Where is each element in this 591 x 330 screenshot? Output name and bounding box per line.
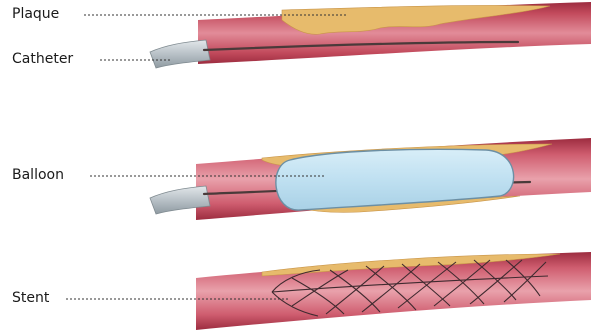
catheter-label: Catheter (12, 51, 73, 67)
plaque-label: Plaque (12, 6, 59, 22)
balloon-label: Balloon (12, 167, 64, 183)
stent-label: Stent (12, 290, 49, 306)
vessel-with-plaque (150, 2, 591, 68)
vessel-with-stent (196, 252, 591, 330)
vessel-with-balloon (150, 138, 591, 220)
